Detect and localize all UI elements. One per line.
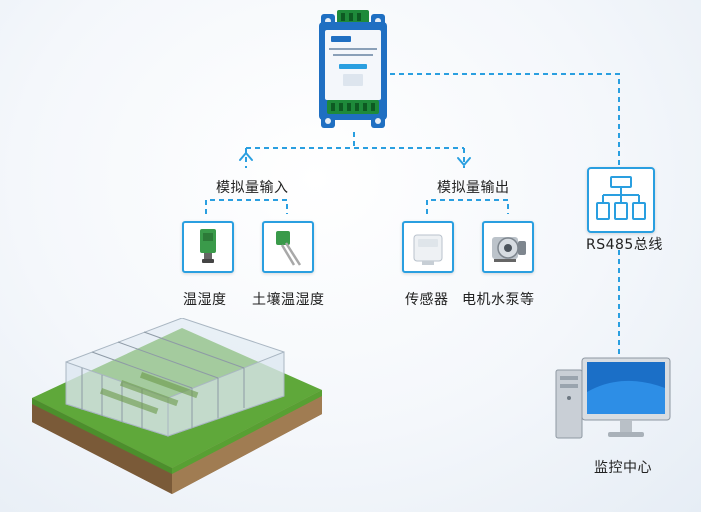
soil-temp-humidity-label: 土壤温湿度	[252, 289, 325, 309]
io-module-icon	[317, 10, 389, 134]
motor-pump-icon	[482, 221, 534, 273]
temp-humidity-sensor-icon	[182, 221, 234, 273]
input-bracket	[206, 200, 287, 214]
greenhouse-icon	[22, 318, 332, 508]
soil-probe-icon	[262, 221, 314, 273]
network-topology-icon	[587, 167, 655, 233]
device-to-bus-line	[390, 74, 619, 167]
motor-pump-label: 电机水泵等	[462, 289, 535, 309]
rs485-bus-label: RS485总线	[586, 234, 663, 254]
sensor-box-icon	[402, 221, 454, 273]
analog-input-label: 模拟量输入	[216, 177, 289, 197]
temp-humidity-label: 温湿度	[183, 289, 227, 309]
monitoring-center-label: 监控中心	[594, 457, 652, 477]
desktop-computer-icon	[552, 352, 674, 448]
output-bracket	[427, 200, 508, 214]
sensor-label: 传感器	[405, 289, 449, 309]
analog-output-label: 模拟量输出	[437, 177, 510, 197]
